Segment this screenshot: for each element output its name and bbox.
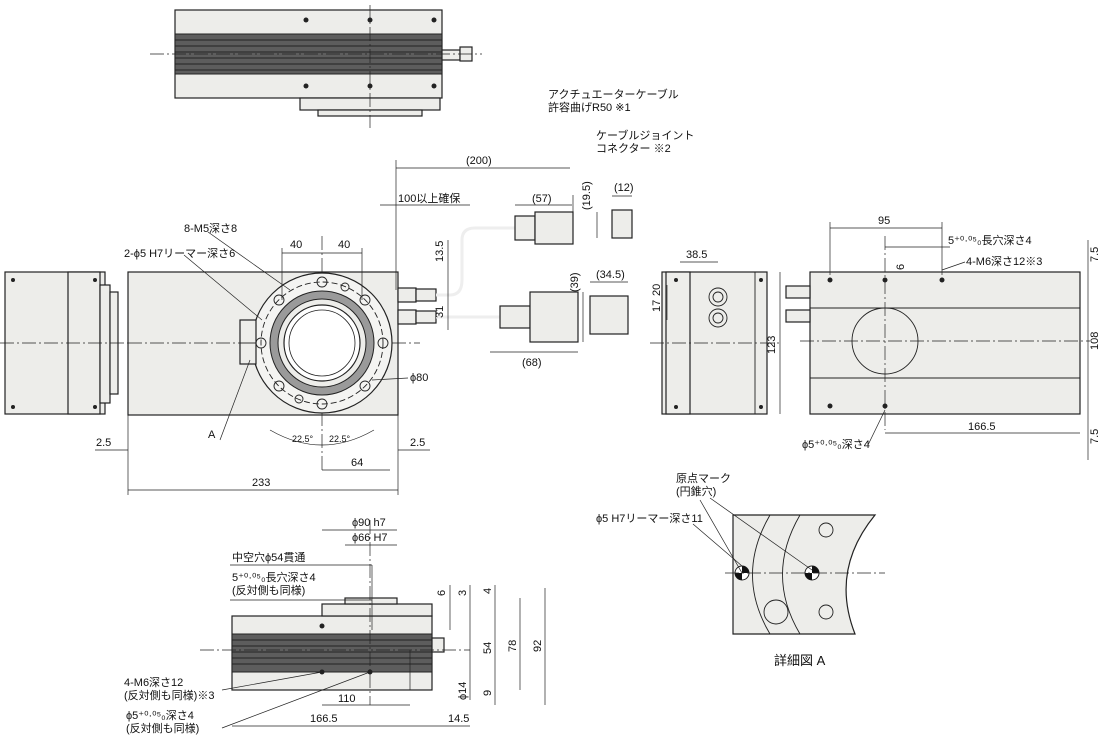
joint-connector-label-1: ケーブルジョイント: [596, 128, 694, 142]
detail-ref-a: A: [208, 429, 216, 441]
detail-a-title: 詳細図 A: [774, 653, 826, 668]
detail-a: [725, 514, 885, 635]
reamer-depth11-label: ϕ5 H7リーマー深さ11: [596, 512, 703, 525]
dim-92: 92: [532, 640, 544, 652]
top-view: [150, 5, 482, 128]
dim-40-left: 40: [290, 239, 302, 251]
dim-2-5-left: 2.5: [96, 437, 111, 449]
dim-78: 78: [507, 640, 519, 652]
dim-233: 233: [252, 477, 270, 489]
dim-31: 31: [434, 306, 446, 318]
dim-19-5: (19.5): [581, 181, 593, 210]
dim-7-5-bottom: 7.5: [1089, 429, 1101, 444]
dim-2-5-right: 2.5: [410, 437, 425, 449]
dim-166-5-right: 166.5: [968, 421, 996, 433]
origin-mark-label-2: (円錐穴): [676, 484, 716, 498]
dim-13-5: 13.5: [434, 241, 446, 262]
dim-166-5-bottom: 166.5: [310, 713, 338, 725]
hollow-label: 中空穴ϕ54貫通: [232, 550, 305, 564]
dim-20: 20: [651, 284, 663, 296]
dim-123: 123: [766, 336, 778, 354]
dim-57: (57): [532, 193, 552, 205]
long-hole-bottom-label-1: 5⁺⁰·⁰⁵₀長穴深さ4: [232, 570, 316, 584]
reamer-depth6-label: 2-ϕ5 H7リーマー深さ6: [124, 247, 235, 260]
phi5-bottom-label-1: ϕ5⁺⁰·⁰⁵₀深さ4: [126, 709, 194, 722]
long-hole-right-label: 5⁺⁰·⁰⁵₀長穴深さ4: [948, 233, 1032, 247]
dim-phi90: ϕ90 h7: [352, 517, 386, 529]
dim-4: 4: [482, 588, 494, 594]
dim-64: 64: [351, 457, 363, 469]
min-clearance-label: 100以上確保: [398, 191, 460, 205]
m5-depth-label: 8-M5深さ8: [184, 222, 237, 235]
dim-54: 54: [482, 642, 494, 654]
dim-phi66: ϕ66 H7: [352, 532, 388, 544]
dim-68: (68): [522, 357, 542, 369]
dim-12: (12): [614, 182, 634, 194]
dim-6-right: 6: [895, 264, 907, 270]
cables: [436, 209, 633, 343]
dim-39: (39): [569, 272, 581, 292]
actuator-cable-label-2: 許容曲げR50 ※1: [548, 100, 631, 114]
actuator-cable-label-1: アクチュエーターケーブル: [548, 87, 679, 101]
front-view: [0, 236, 437, 470]
phi5-bottom-label-2: (反対側も同様): [126, 721, 199, 735]
dim-34-5: (34.5): [596, 269, 625, 281]
bottom-view: [200, 520, 470, 705]
dim-9: 9: [482, 690, 494, 696]
origin-mark-label-1: 原点マーク: [676, 472, 731, 485]
dim-phi14: ϕ14: [457, 682, 469, 700]
dim-cable-length: (200): [466, 155, 492, 167]
m6-bottom-label-2: (反対側も同様)※3: [124, 688, 214, 702]
dim-110: 110: [338, 693, 356, 705]
dim-38-5: 38.5: [686, 249, 707, 261]
dim-95: 95: [878, 215, 890, 227]
annotations: アクチュエーターケーブル 許容曲げR50 ※1 ケーブルジョイント コネクター …: [96, 87, 1101, 735]
dimension-lines: [95, 160, 1089, 729]
m6-right-label: 4-M6深さ12※3: [966, 255, 1042, 268]
dim-40-right: 40: [338, 239, 350, 251]
dim-6-bottom: 6: [436, 590, 448, 596]
dim-phi80: ϕ80: [410, 372, 428, 384]
dim-17: 17: [651, 300, 663, 312]
joint-connector-label-2: コネクター ※2: [596, 142, 671, 155]
dim-7-5-top: 7.5: [1089, 247, 1101, 262]
phi5-right-label: ϕ5⁺⁰·⁰⁵₀深さ4: [802, 438, 870, 451]
plan-view-right: [785, 236, 1090, 430]
dim-108: 108: [1089, 332, 1101, 350]
long-hole-bottom-label-2: (反対側も同様): [232, 583, 305, 597]
dim-14-5: 14.5: [448, 713, 469, 725]
dim-3: 3: [457, 590, 469, 596]
m6-bottom-label-1: 4-M6深さ12: [124, 676, 183, 689]
dim-angle-1: 22.5°: [292, 434, 314, 444]
side-view-connector: [650, 271, 780, 415]
dim-angle-2: 22.5°: [329, 434, 351, 444]
